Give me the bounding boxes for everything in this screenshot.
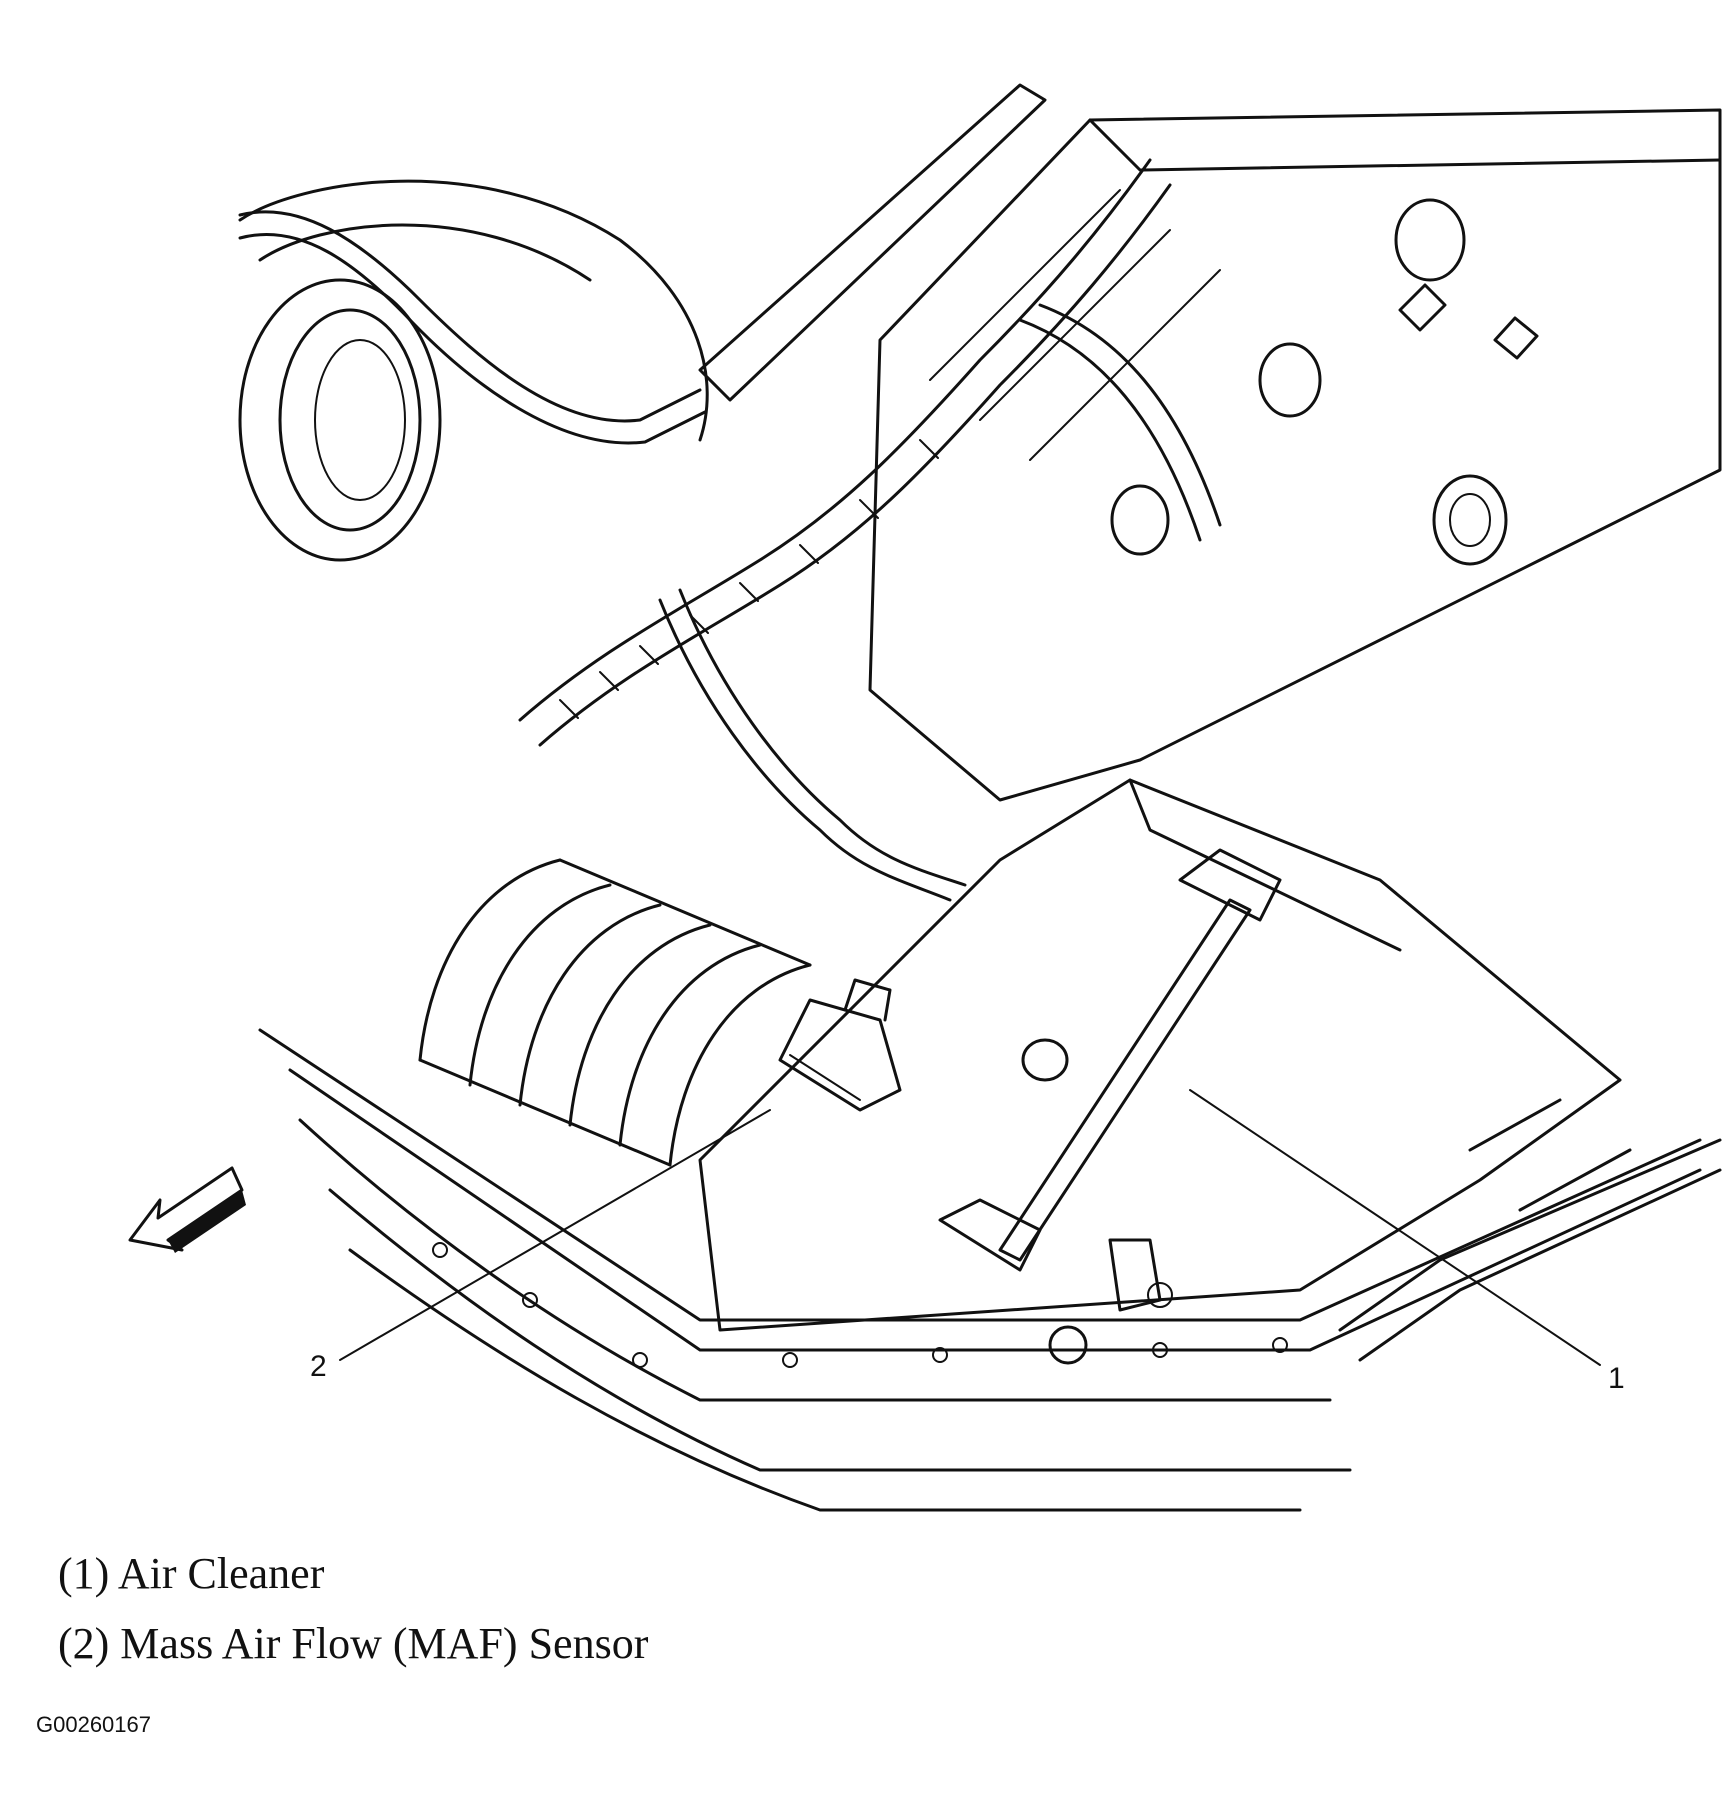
callout-number-1: 1	[1608, 1362, 1625, 1395]
leader-line-2	[339, 1109, 771, 1361]
figure-id: G00260167	[36, 1712, 151, 1737]
throttle-body	[238, 179, 709, 562]
wiring-harness	[518, 158, 1222, 902]
callout-number-2: 2	[310, 1350, 327, 1383]
legend-item-maf-sensor: (2) Mass Air Flow (MAF) Sensor	[58, 1619, 649, 1668]
engine-block	[868, 108, 1722, 802]
front-direction-arrow-icon	[128, 1166, 246, 1253]
radiator-support	[258, 1028, 1722, 1512]
air-cleaner	[698, 778, 1622, 1332]
fuel-line	[238, 83, 1047, 445]
maf-sensor	[778, 978, 902, 1112]
callout-leaders	[339, 1089, 1601, 1366]
legend-item-air-cleaner: (1) Air Cleaner	[58, 1549, 325, 1598]
leader-line-1	[1189, 1089, 1601, 1366]
intake-duct-bellows	[418, 858, 812, 1167]
